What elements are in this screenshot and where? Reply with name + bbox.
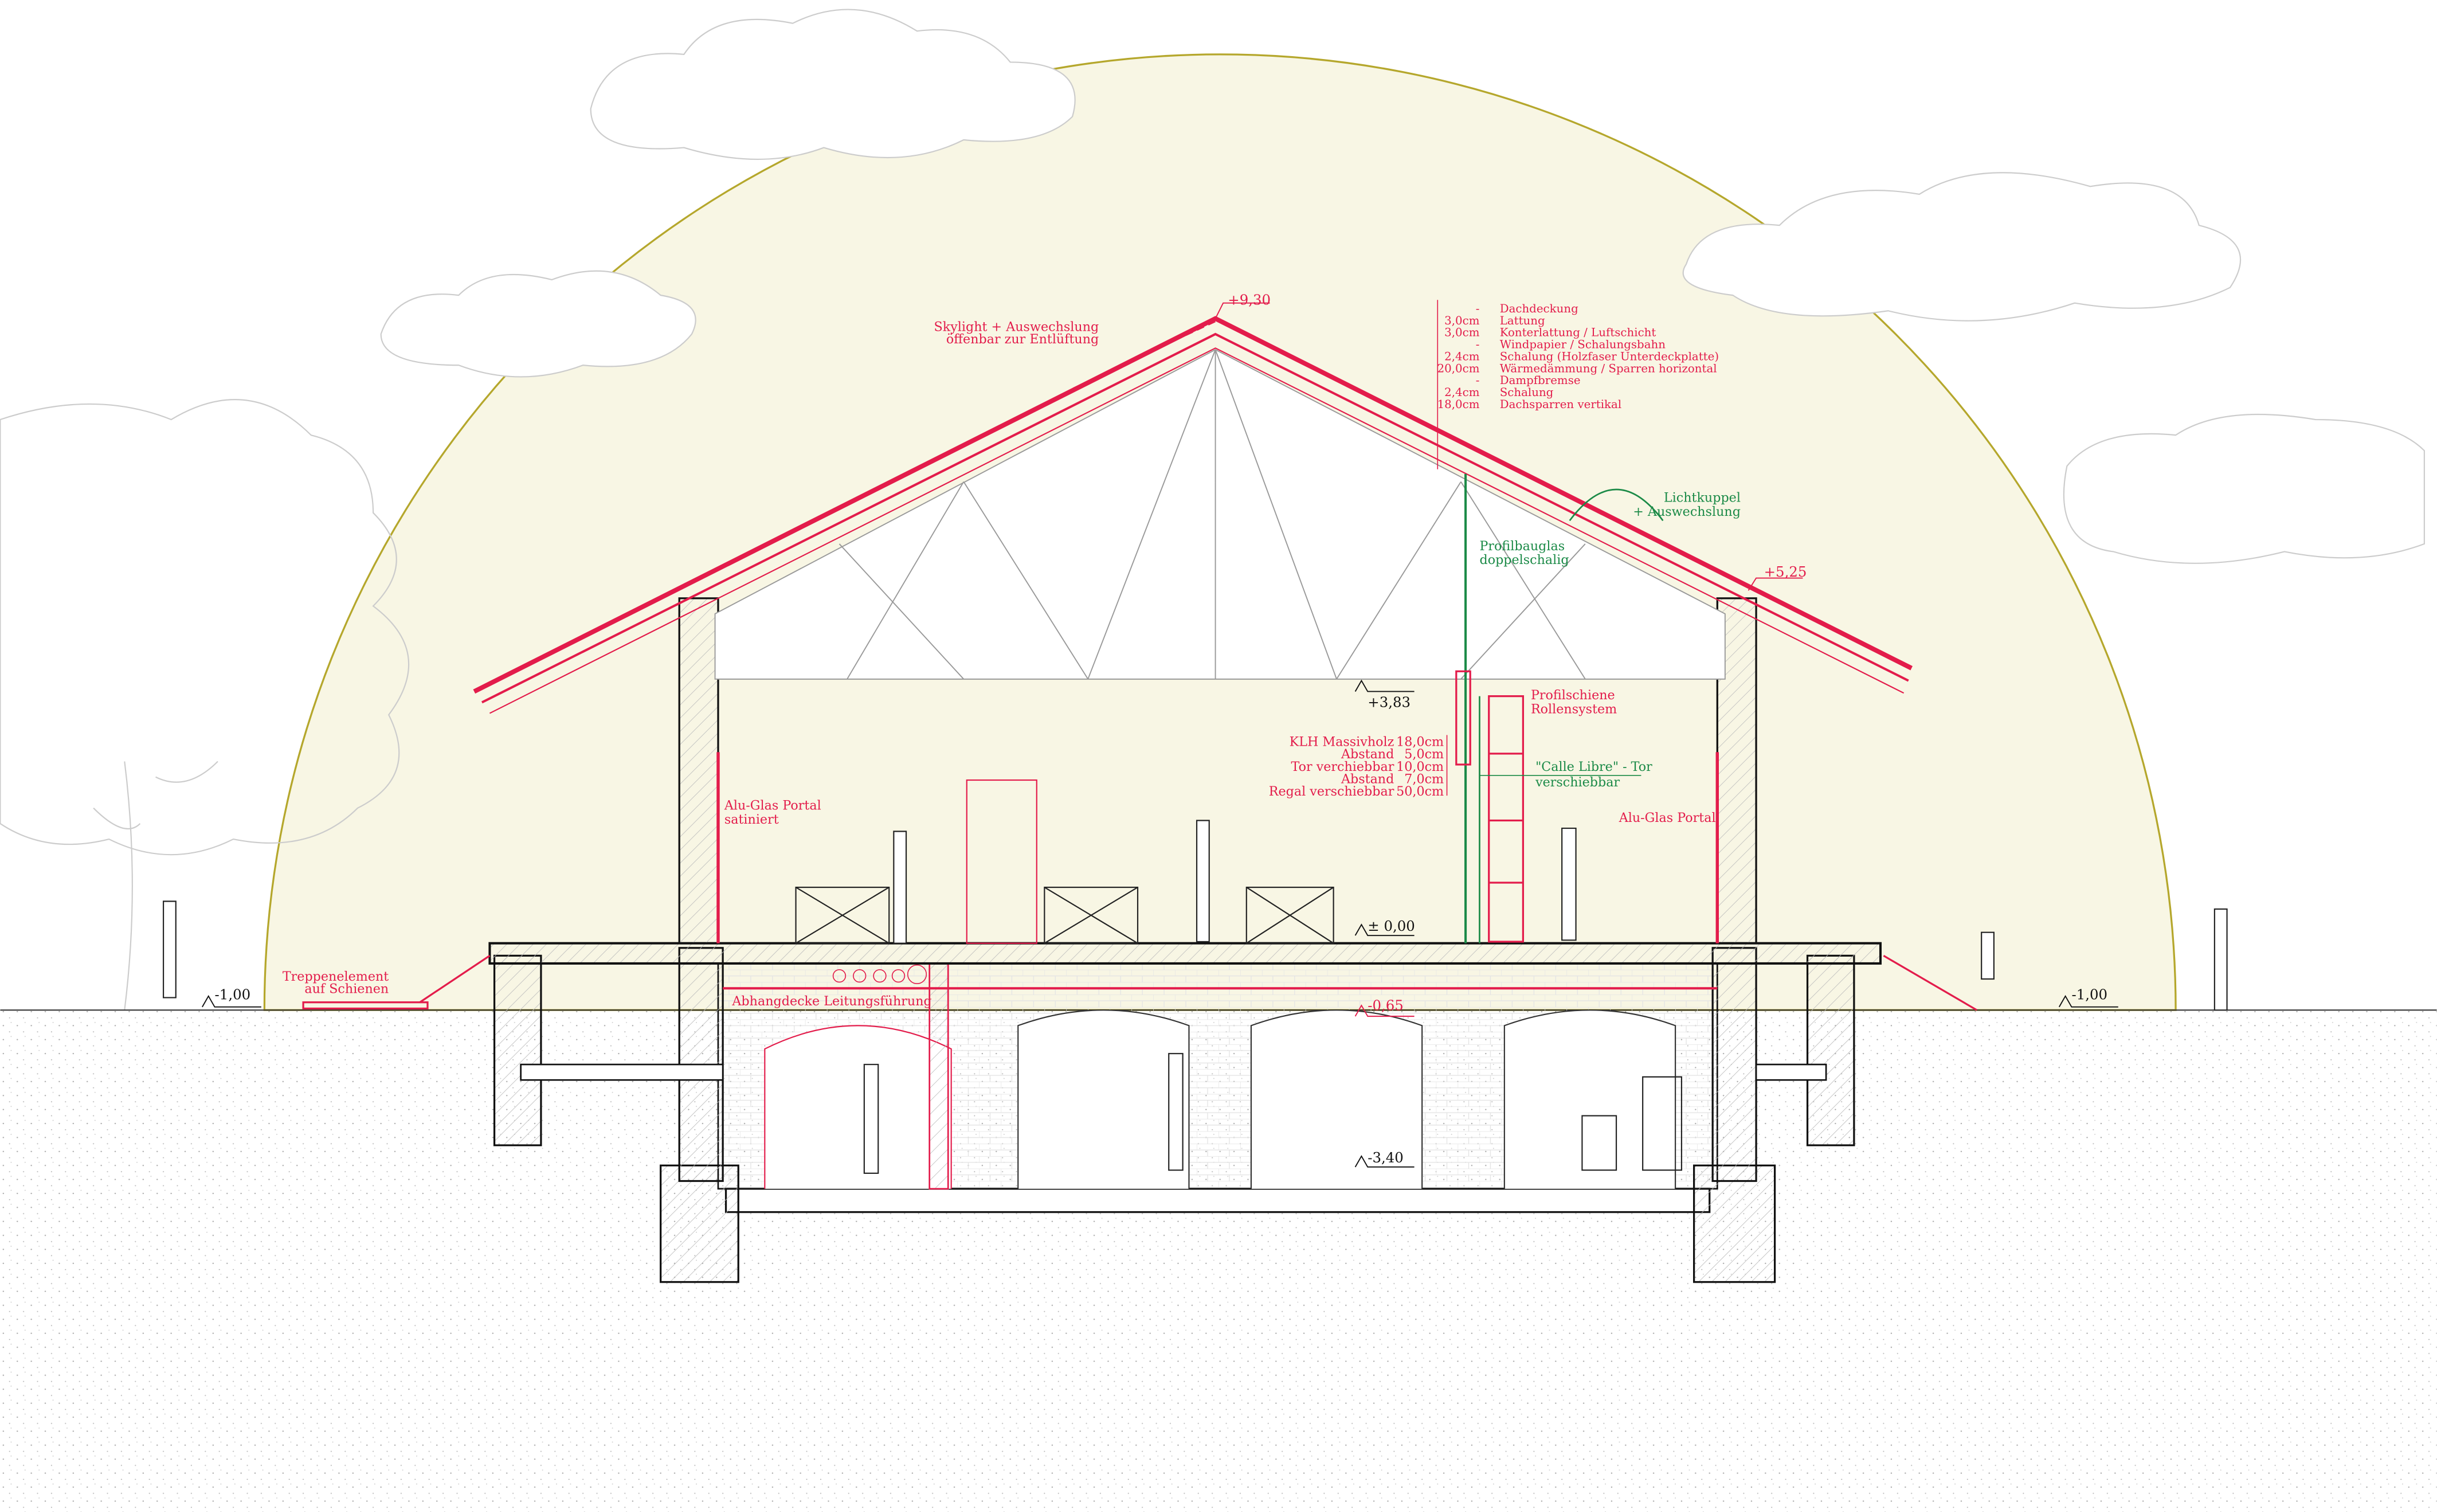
stair-elements — [302, 954, 1977, 1011]
roof-layer-thickness: 3,0cm — [1444, 326, 1480, 339]
treppenelement-label-2: auf Schienen — [304, 981, 389, 996]
sliding-shelf — [1488, 695, 1525, 943]
profilbauglas-label-2: doppelschalig — [1479, 553, 1569, 567]
level-ceiling: +3,83 — [1368, 694, 1411, 711]
roof-layer-name: Dachsparren vertikal — [1500, 398, 1621, 411]
roof-layer-thickness: 18,0cm — [1437, 398, 1480, 411]
klh-wall — [1455, 670, 1471, 766]
level-ridge: +9,30 — [1228, 291, 1271, 308]
roof-trusses — [714, 348, 1726, 680]
profilschiene-label-2: Rollensystem — [1531, 702, 1617, 716]
lichtkuppel-label-1: Lichtkuppel — [1664, 491, 1741, 506]
alu-glas-right-label: Alu-Glas Portal — [1619, 810, 1716, 825]
wall-layer-thickness: 10,0cm — [1396, 759, 1444, 774]
wall-layer-thickness: 50,0cm — [1396, 784, 1444, 799]
level-terrain-right: -1,00 — [2071, 986, 2107, 1002]
roof-layer-thickness: 2,4cm — [1444, 350, 1480, 363]
roof-layer-name: Dachdeckung — [1500, 302, 1578, 315]
wall-layer-name: Abstand — [1341, 747, 1394, 762]
upper-walls — [678, 597, 1757, 945]
level-eave: +5,25 — [1764, 563, 1807, 580]
alu-glas-left-label-2: satiniert — [724, 812, 779, 827]
wall-layer-thickness: 7,0cm — [1404, 771, 1444, 786]
wall-layer-name: Abstand — [1341, 771, 1394, 786]
roof-layer-thickness: - — [1476, 302, 1480, 315]
treppenelement-label-1: Treppenelement — [283, 969, 389, 984]
roof-layer-name: Dampfbremse — [1500, 374, 1581, 387]
wall-layer-name: Tor verchiebbar — [1291, 759, 1394, 774]
tree-outline — [0, 399, 410, 1010]
ground-floor-slab — [488, 942, 1882, 965]
lichtkuppel-label-2: + Auswechslung — [1633, 504, 1741, 519]
skylight-label-2: öffenbar zur Entlüftung — [946, 332, 1099, 347]
profilbauglas-label-1: Profilbauglas — [1479, 539, 1565, 554]
level-markers — [202, 302, 2118, 1168]
alu-glas-left-label-1: Alu-Glas Portal — [724, 798, 821, 813]
skylight-label-1: Skylight + Auswechslung — [934, 319, 1099, 334]
level-basement: -3,40 — [1368, 1149, 1404, 1166]
roof-layer-thickness: 2,4cm — [1444, 386, 1480, 399]
roof-layer-name: Schalung (Holzfaser Unterdeckplatte) — [1500, 350, 1719, 363]
level-ground-floor: ± 0,00 — [1368, 918, 1415, 934]
level-terrain-left: -1,00 — [215, 986, 251, 1002]
roof-layer-thickness: 3,0cm — [1444, 314, 1480, 327]
wall-layer-name: KLH Massivholz — [1290, 734, 1394, 749]
abhangdecke-label: Abhangdecke Leitungsführung — [731, 994, 931, 1009]
wall-layer-thickness: 18,0cm — [1396, 734, 1444, 749]
roof-layer-thickness: - — [1476, 374, 1480, 387]
wall-layer-name: Regal verschiebbar — [1269, 784, 1394, 799]
roof-layer-name: Wärmedämmung / Sparren horizontal — [1500, 362, 1717, 375]
roof-layer-table: - Dachdeckung 3,0cm Lattung 3,0cm Konter… — [1437, 300, 1719, 469]
furniture-outlines — [795, 779, 1683, 1171]
calle-libre-label-2: verschiebbar — [1535, 775, 1620, 790]
roof-layer-name: Windpapier / Schalungsbahn — [1500, 338, 1666, 351]
calle-libre-label-1: "Calle Libre" - Tor — [1535, 759, 1652, 774]
roof-layer-thickness: 20,0cm — [1437, 362, 1480, 375]
roof-layer-name: Schalung — [1500, 386, 1554, 399]
level-suspended-ceiling: -0,65 — [1368, 997, 1404, 1013]
roof-layer-thickness: - — [1476, 338, 1480, 351]
wall-layer-table: KLH Massivholz 18,0cm Abstand 5,0cm Tor … — [1269, 734, 1448, 799]
profilschiene-label-1: Profilschiene — [1531, 688, 1615, 703]
roof-layer-name: Lattung — [1500, 314, 1545, 327]
roof-layer-name: Konterlattung / Luftschicht — [1500, 326, 1656, 339]
people-silhouettes — [163, 820, 2228, 1174]
wall-layer-thickness: 5,0cm — [1404, 747, 1444, 762]
basement-structure — [493, 947, 1855, 1283]
cloud-outlines — [380, 9, 2425, 564]
